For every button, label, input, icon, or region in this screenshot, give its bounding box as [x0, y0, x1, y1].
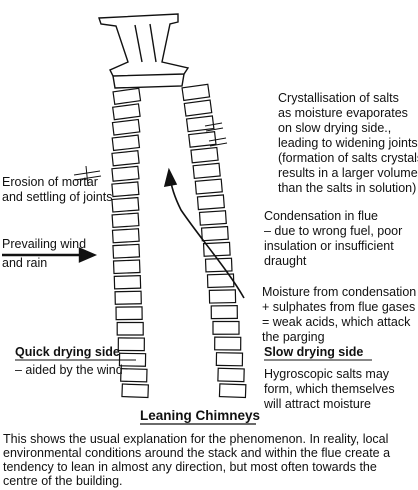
- brick: [111, 228, 140, 244]
- crystallisation-line: results in a larger volume: [278, 166, 418, 180]
- crystallisation-line: than the salts in solution): [278, 181, 416, 195]
- crystallisation-label: Crystallisation of salts as moisture eva…: [278, 91, 418, 195]
- brick: [190, 146, 219, 164]
- brick: [210, 305, 238, 320]
- condensation-label: Condensation in flue – due to wrong fuel…: [264, 209, 402, 268]
- brick: [112, 259, 141, 275]
- brick: [198, 210, 227, 226]
- brick: [212, 320, 240, 335]
- brick: [112, 103, 141, 121]
- crystallisation-line: on slow drying side.,: [278, 121, 391, 135]
- moisture-label: Moisture from condensation + sulphates f…: [262, 285, 416, 344]
- condensation-flow-arrow: [163, 167, 245, 299]
- wind-line: Prevailing wind: [2, 237, 86, 251]
- brick: [111, 165, 140, 182]
- slow-drying-line: will attract moisture: [263, 397, 371, 411]
- brick: [120, 368, 148, 383]
- brick: [117, 337, 145, 352]
- brick: [111, 134, 141, 152]
- erosion-line: Erosion of mortar: [2, 175, 98, 189]
- brick: [111, 181, 140, 198]
- brick: [115, 306, 143, 321]
- wind-line: and rain: [2, 256, 47, 270]
- slow-drying-label: Slow drying side Hygroscopic salts may f…: [263, 345, 395, 411]
- moisture-line: = weak acids, which attack: [262, 315, 411, 329]
- brick: [181, 83, 211, 102]
- brick: [113, 275, 142, 290]
- moisture-line: + sulphates from flue gases: [262, 300, 415, 314]
- brick: [112, 87, 142, 105]
- crystallisation-line: (formation of salts crystals: [278, 151, 418, 165]
- brick: [111, 212, 140, 228]
- chimney-right-wall: [181, 83, 247, 399]
- brick: [116, 321, 144, 336]
- brick: [196, 194, 225, 211]
- joint-widening-marks: [204, 122, 228, 147]
- brick: [111, 118, 141, 136]
- brick: [204, 257, 233, 273]
- brick: [200, 225, 229, 242]
- brick: [121, 383, 149, 399]
- moisture-line: the parging: [262, 330, 325, 344]
- crystallisation-line: as moisture evaporates: [278, 106, 408, 120]
- brick: [215, 352, 244, 367]
- brick: [214, 336, 242, 351]
- wind-label: Prevailing wind and rain: [2, 237, 86, 270]
- slow-drying-title: Slow drying side: [264, 345, 363, 359]
- slow-drying-line: Hygroscopic salts may: [264, 367, 390, 381]
- brick: [194, 178, 223, 195]
- wind-arrow: [2, 247, 98, 263]
- quick-drying-sub: – aided by the wind: [15, 363, 123, 377]
- condensation-line: Condensation in flue: [264, 209, 378, 223]
- brick: [114, 290, 142, 305]
- moisture-line: Moisture from condensation: [262, 285, 416, 299]
- brick: [183, 99, 213, 117]
- brick: [188, 131, 217, 148]
- condensation-line: – due to wrong fuel, poor: [264, 224, 402, 238]
- crystallisation-line: Crystallisation of salts: [278, 91, 399, 105]
- brick: [111, 150, 140, 167]
- erosion-marks: [73, 165, 102, 187]
- diagram-title: Leaning Chimneys: [140, 408, 260, 423]
- brick: [208, 289, 237, 304]
- slow-drying-line: form, which themselves: [264, 382, 395, 396]
- condensation-line: insulation or insufficient: [264, 239, 394, 253]
- chimney-pot: [98, 13, 190, 89]
- explanatory-note: This shows the usual explanation for the…: [3, 432, 391, 488]
- condensation-line: draught: [264, 254, 307, 268]
- chimney-left-wall: [111, 87, 149, 399]
- brick: [202, 241, 231, 257]
- brick: [192, 162, 221, 180]
- erosion-line: and settling of joints: [2, 190, 113, 204]
- brick: [185, 115, 215, 133]
- quick-drying-label: Quick drying side – aided by the wind: [15, 345, 136, 377]
- brick: [217, 367, 245, 383]
- quick-drying-title: Quick drying side: [15, 345, 120, 359]
- brick: [111, 196, 140, 213]
- brick: [112, 243, 141, 259]
- erosion-label: Erosion of mortar and settling of joints: [2, 175, 113, 204]
- crystallisation-line: leading to widening joints: [278, 136, 418, 150]
- brick: [218, 383, 247, 399]
